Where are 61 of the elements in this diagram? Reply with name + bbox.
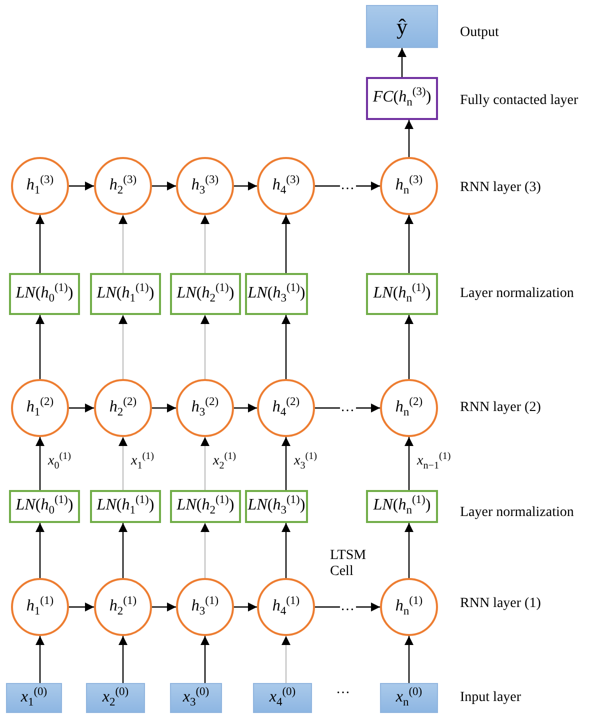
arrow bbox=[315, 404, 380, 412]
arrow bbox=[152, 602, 176, 612]
arrow bbox=[118, 215, 128, 273]
arrow bbox=[404, 215, 414, 273]
layer-label: Layer normalization bbox=[460, 286, 575, 302]
arrow bbox=[36, 437, 44, 490]
layer-label: Fully contacted layer bbox=[460, 93, 580, 110]
arrow bbox=[398, 48, 406, 77]
arrow bbox=[69, 182, 94, 190]
arrow bbox=[315, 182, 380, 190]
arrow bbox=[118, 636, 128, 683]
arrow bbox=[200, 636, 210, 683]
layer-norm-box: LN(h$_{3}$$^{(1)}$) bbox=[245, 273, 308, 315]
arrow bbox=[200, 315, 210, 379]
arrow bbox=[404, 315, 414, 379]
arrow bbox=[69, 602, 94, 612]
arrow bbox=[118, 437, 128, 490]
arrow bbox=[69, 404, 94, 412]
arrow bbox=[118, 315, 128, 379]
arrow bbox=[200, 215, 210, 273]
arrow bbox=[404, 120, 414, 157]
layer-norm-box: LN(h$_{n}$$^{(1)}$) bbox=[366, 273, 438, 315]
layer-norm-box: LN(h$_{0}$$^{(1)}$) bbox=[9, 490, 80, 523]
arrow bbox=[234, 602, 257, 612]
layer-label: Layer normalization bbox=[460, 505, 575, 522]
layer-label: … bbox=[336, 682, 351, 698]
arrow bbox=[200, 523, 210, 578]
arrow bbox=[200, 437, 210, 490]
layer-label: Input layer bbox=[460, 690, 522, 706]
layer-label: RNN layer (1) bbox=[460, 596, 542, 612]
arrow bbox=[152, 404, 176, 412]
layer-norm-box: LN(h$_{2}$$^{(1)}$) bbox=[170, 273, 241, 315]
arrow bbox=[234, 182, 257, 190]
arrow bbox=[234, 404, 257, 412]
layer-norm-box: LN(h$_{2}$$^{(1)}$) bbox=[170, 490, 241, 523]
layer-norm-box: LN(h$_{0}$$^{(1)}$) bbox=[9, 273, 80, 315]
arrow bbox=[282, 437, 290, 490]
arrow bbox=[118, 523, 128, 578]
output-box: ŷ bbox=[366, 5, 438, 48]
arrow bbox=[282, 636, 290, 683]
layer-label: LTSM Cell bbox=[330, 548, 368, 580]
arrow bbox=[282, 215, 290, 273]
arrow bbox=[36, 636, 44, 683]
arrow bbox=[282, 523, 290, 578]
arrow bbox=[282, 315, 290, 379]
layer-label: RNN layer (2) bbox=[460, 400, 542, 416]
fc-layer-box: FC(h$_{n}$$^{(3)}$) bbox=[366, 77, 438, 120]
arrow bbox=[36, 215, 44, 273]
layer-norm-box: LN(h$_{1}$$^{(1)}$) bbox=[90, 273, 161, 315]
arrow bbox=[404, 437, 414, 490]
arrow bbox=[315, 602, 380, 612]
layer-label: Output bbox=[460, 25, 500, 42]
arrow bbox=[404, 636, 414, 683]
arrow bbox=[152, 182, 176, 190]
layer-norm-box: LN(h$_{n}$$^{(1)}$) bbox=[366, 490, 438, 523]
arrow bbox=[36, 315, 44, 379]
arrow bbox=[404, 523, 414, 578]
layer-norm-box: LN(h$_{1}$$^{(1)}$) bbox=[90, 490, 161, 523]
arrow bbox=[36, 523, 44, 578]
layer-label: RNN layer (3) bbox=[460, 180, 542, 196]
layer-norm-box: LN(h$_{3}$$^{(1)}$) bbox=[245, 490, 308, 523]
